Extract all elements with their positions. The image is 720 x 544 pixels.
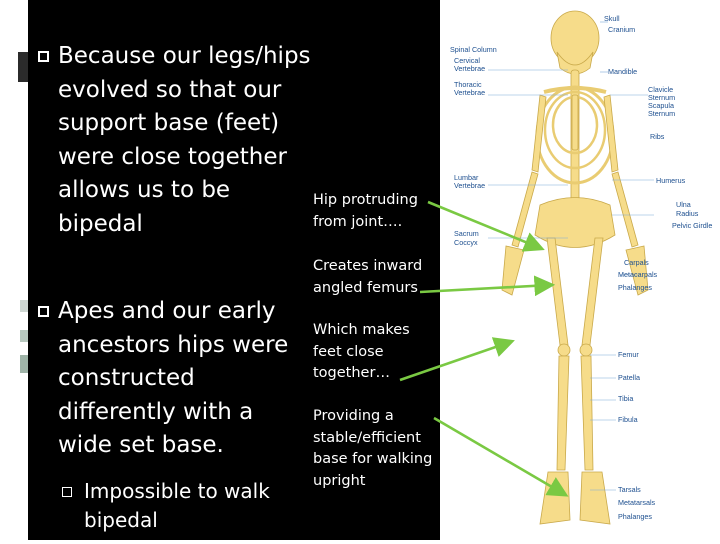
label-lumbar: Lumbar [454,173,479,182]
label-leader-lines [488,21,654,491]
label-sternum: Sternum [648,93,675,102]
bullet-text: Because our legs/hips evolved so that ou… [58,43,311,237]
label-tarsals: Tarsals [618,485,641,494]
bullet-item: Because our legs/hips evolved so that ou… [36,40,311,241]
sub-bullet-square-icon [62,486,72,497]
label-femur: Femur [618,350,639,359]
decorative-block [20,355,28,373]
arrow-hip [427,200,545,252]
label-vertebrae-thoracic: Vertebrae [454,88,485,97]
label-tibia: Tibia [618,394,633,403]
label-cranium: Cranium [608,25,635,34]
label-radius: Radius [676,209,699,218]
bullet-item: Apes and our early ancestors hips were c… [36,295,311,463]
label-carpals: Carpals [624,258,649,267]
label-thoracic: Thoracic [454,80,482,89]
bullet-square-icon [38,306,49,317]
skeleton-diagram: Skull Cranium Spinal Column Cervical Ver… [450,10,712,525]
label-phalanges-hand: Phalanges [618,283,652,292]
label-scapula: Scapula [648,101,674,110]
arrow-femurs [419,275,556,297]
label-coccyx: Coccyx [454,238,478,247]
decorative-block [20,330,28,342]
arrow-base [433,416,569,497]
label-clavicle: Clavicle [648,85,673,94]
label-sacrum: Sacrum [454,229,479,238]
label-vertebrae-cervical: Vertebrae [454,64,485,73]
annotation-femurs: Creates inward angled femurs [313,258,423,296]
annotation-base: Providing a stable/efficient base for wa… [313,408,433,489]
bullet-text: Apes and our early ancestors hips were c… [58,298,289,458]
bullet-square-icon [38,51,49,62]
annotation-hip: Hip protruding from joint…. [313,192,418,230]
label-fibula: Fibula [618,415,638,424]
decorative-block [18,52,28,82]
label-pelvic-girdle: Pelvic Girdle [672,221,712,230]
label-cervical: Cervical [454,56,480,65]
annotation-feet: Which makes feet close together… [313,322,410,381]
label-spinal-column: Spinal Column [450,45,497,54]
label-ribs: Ribs [650,132,665,141]
text-panel [28,0,440,540]
label-vertebrae-lumbar: Vertebrae [454,181,485,190]
label-metatarsals: Metatarsals [618,498,656,507]
label-sternum-2: Sternum [648,109,675,118]
arrow-feet [399,337,515,382]
left-edge-stripe [0,0,28,540]
sub-bullet-item: Impossible to walk bipedal [36,477,311,535]
label-ulna: Ulna [676,200,691,209]
label-metacarpals: Metacarpals [618,270,658,279]
label-skull: Skull [604,14,620,23]
decorative-block [20,300,28,312]
sub-bullet-text: Impossible to walk bipedal [84,478,270,532]
label-humerus: Humerus [656,176,686,185]
label-phalanges-foot: Phalanges [618,512,652,521]
label-mandible: Mandible [608,67,637,76]
bullet-list: Because our legs/hips evolved so that ou… [36,40,311,535]
label-patella: Patella [618,373,640,382]
skeleton-labels: Skull Cranium Spinal Column Cervical Ver… [450,14,712,521]
